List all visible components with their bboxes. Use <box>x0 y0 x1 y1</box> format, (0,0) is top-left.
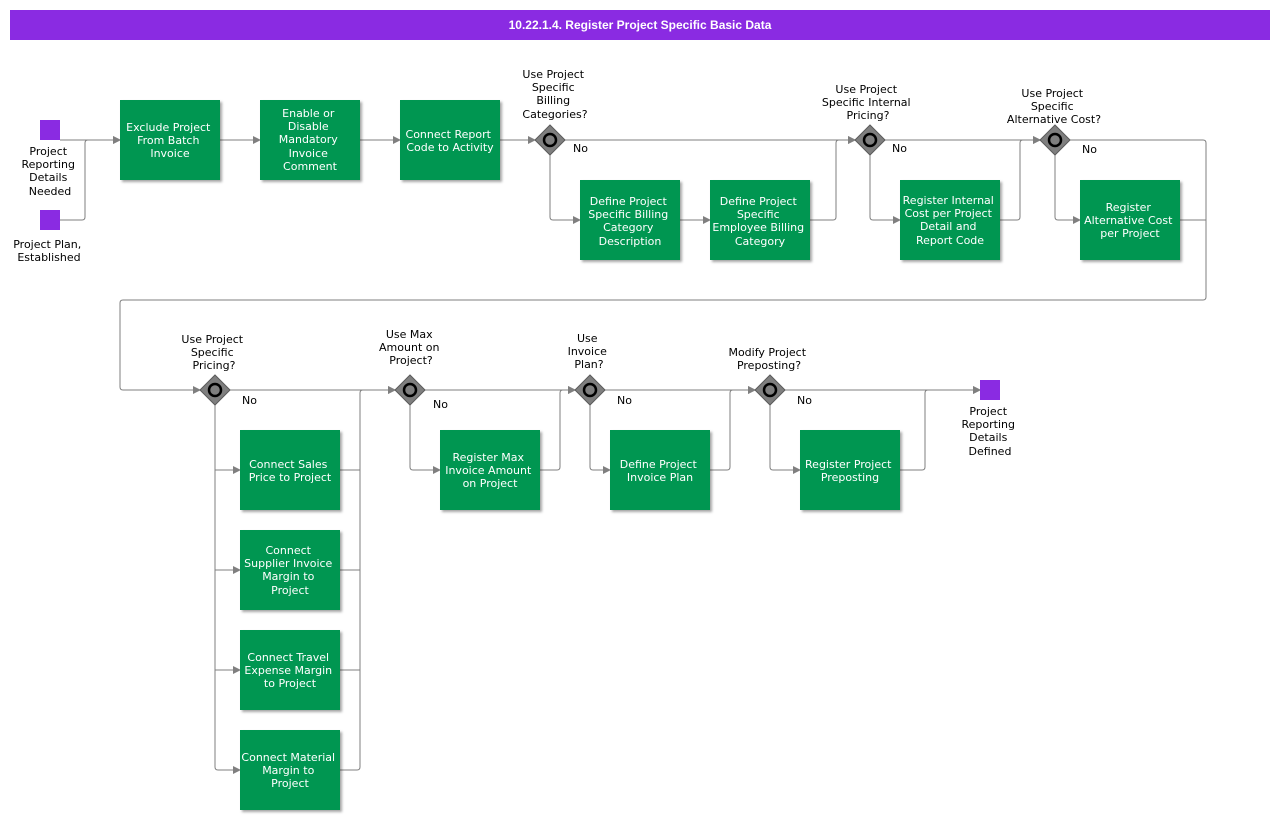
gateway-diamond <box>199 374 231 406</box>
gateway-question: Use Project Specific Billing Categories? <box>522 68 587 121</box>
task-register-alternative-cost-per-project[interactable]: Register Alternative Cost per Project <box>1080 180 1180 260</box>
gateway-diamond <box>574 374 606 406</box>
gateway-preposting[interactable]: Modify Project Preposting? No <box>728 346 812 407</box>
task-connect-supplier-invoice-margin[interactable]: Connect Supplier Invoice Margin to Proje… <box>240 530 340 610</box>
svg-text:Register Alternative Cos: Register Alternative Cost per Project <box>1084 201 1176 240</box>
svg-text:Enable or Disable: Enable or Disable Mandatory Invoice Comm… <box>279 107 342 173</box>
end-event-reporting-defined[interactable]: Project Reporting Details Defined <box>962 380 1019 458</box>
event-label: Project Reporting Details Defined <box>962 405 1019 458</box>
no-label: No <box>797 394 812 407</box>
gateway-diamond <box>1039 124 1071 156</box>
gateway-question: Modify Project Preposting? <box>728 346 809 372</box>
svg-text:Register Internal Cost p: Register Internal Cost per Project Detai… <box>903 194 998 247</box>
gateway-circle-icon <box>207 382 223 398</box>
gateway-circle-icon <box>582 382 598 398</box>
gateway-question: Use Project Specific Alternative Cost? <box>1007 87 1101 126</box>
gateway-billing-categories[interactable]: Use Project Specific Billing Categories?… <box>522 68 588 156</box>
svg-text:Connect Material Margin: Connect Material Margin to Project <box>241 751 338 790</box>
gateway-diamond <box>394 374 426 406</box>
gateway-question: Use Invoice Plan? <box>568 332 611 371</box>
gateway-question: Use Project Specific Pricing? <box>181 333 246 372</box>
task-connect-sales-price-to-project[interactable]: Connect Sales Price to Project <box>240 430 340 510</box>
gateway-circle-icon <box>1047 132 1063 148</box>
task-connect-travel-expense-margin[interactable]: Connect Travel Expense Margin to Project <box>240 630 340 710</box>
event-label: Project Plan, Established <box>13 238 85 264</box>
task-connect-report-code-to-activity[interactable]: Connect Report Code to Activity <box>400 100 500 180</box>
start-event-marker <box>40 210 60 230</box>
svg-text:Connect Report Code to A: Connect Report Code to Activity <box>406 128 495 154</box>
gateway-circle-icon <box>402 382 418 398</box>
svg-text:Exclude Project From Bat: Exclude Project From Batch Invoice <box>126 121 214 160</box>
gateway-invoice-plan[interactable]: Use Invoice Plan? No <box>568 332 633 407</box>
svg-text:Define Project Specific: Define Project Specific Billing Category… <box>588 195 672 248</box>
svg-text:Define Project Invoice P: Define Project Invoice Plan <box>620 458 701 484</box>
no-label: No <box>617 394 632 407</box>
task-define-project-specific-billing-category-description[interactable]: Define Project Specific Billing Category… <box>580 180 680 260</box>
task-connect-material-margin[interactable]: Connect Material Margin to Project <box>240 730 340 810</box>
gateway-diamond <box>534 124 566 156</box>
no-label: No <box>242 394 257 407</box>
svg-text:Connect Travel Expense M: Connect Travel Expense Margin to Project <box>244 651 335 690</box>
event-label: Project Reporting Details Needed <box>22 145 79 198</box>
gateway-internal-pricing[interactable]: Use Project Specific Internal Pricing? N… <box>822 83 914 156</box>
start-event-marker <box>40 120 60 140</box>
gateway-question: Use Max Amount on Project? <box>379 328 443 367</box>
task-exclude-project-from-batch-invoice[interactable]: Exclude Project From Batch Invoice <box>120 100 220 180</box>
no-label: No <box>892 142 907 155</box>
start-event-project-plan[interactable]: Project Plan, Established <box>13 210 85 264</box>
no-label: No <box>573 142 588 155</box>
gateway-max-amount[interactable]: Use Max Amount on Project? No <box>379 328 448 411</box>
gateway-question: Use Project Specific Internal Pricing? <box>822 83 914 122</box>
gateway-circle-icon <box>862 132 878 148</box>
svg-text:Connect Supplier Invoice: Connect Supplier Invoice Margin to Proje… <box>244 544 336 597</box>
task-register-internal-cost-per-project-detail[interactable]: Register Internal Cost per Project Detai… <box>900 180 1000 260</box>
gateway-diamond <box>854 124 886 156</box>
gateway-circle-icon <box>542 132 558 148</box>
sequence-flows <box>60 136 1207 774</box>
task-define-project-specific-employee-billing-category[interactable]: Define Project Specific Employee Billing… <box>710 180 810 260</box>
task-define-project-invoice-plan[interactable]: Define Project Invoice Plan <box>610 430 710 510</box>
task-register-max-invoice-amount[interactable]: Register Max Invoice Amount on Project <box>440 430 540 510</box>
svg-text:Connect Sales Price to P: Connect Sales Price to Project <box>249 458 332 484</box>
svg-text:Define Project Specific: Define Project Specific Employee Billing… <box>712 195 807 248</box>
end-event-marker <box>980 380 1000 400</box>
no-label: No <box>1082 143 1097 156</box>
gateway-circle-icon <box>762 382 778 398</box>
gateway-diamond <box>754 374 786 406</box>
start-event-reporting-needed[interactable]: Project Reporting Details Needed <box>22 120 79 198</box>
gateway-alternative-cost[interactable]: Use Project Specific Alternative Cost? N… <box>1007 87 1101 156</box>
task-register-project-preposting[interactable]: Register Project Preposting <box>800 430 900 510</box>
task-enable-disable-mandatory-invoice-comment[interactable]: Enable or Disable Mandatory Invoice Comm… <box>260 100 360 180</box>
svg-text:Register Project Prepost: Register Project Preposting <box>805 458 895 484</box>
diagram-title: 10.22.1.4. Register Project Specific Bas… <box>10 10 1270 40</box>
svg-text:Register Max Invoice Amo: Register Max Invoice Amount on Project <box>445 451 535 490</box>
no-label: No <box>433 398 448 411</box>
gateway-pricing[interactable]: Use Project Specific Pricing? No <box>181 333 257 407</box>
